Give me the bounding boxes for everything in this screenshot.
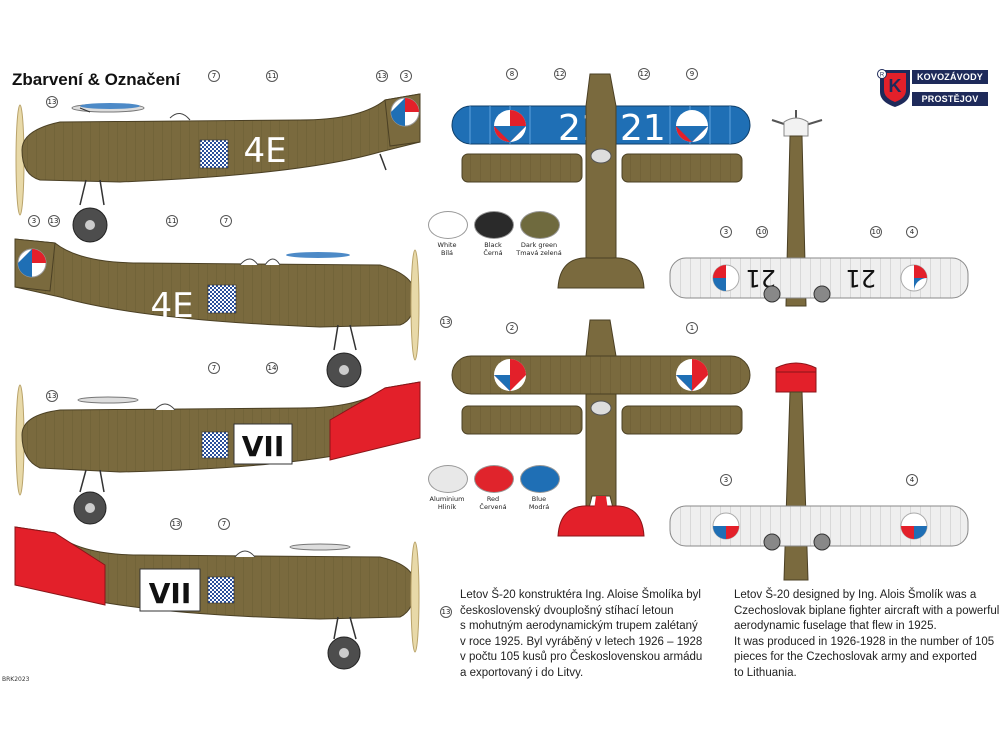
plan-views: 21 21 21 21	[451, 73, 969, 581]
product-code: BRK2023	[2, 676, 30, 683]
squadron-insignia	[207, 284, 237, 314]
page-title: Zbarvení & Označení	[12, 70, 181, 89]
callout-marker: 7	[208, 70, 220, 82]
profile-3: VII	[15, 381, 421, 525]
squadron-insignia	[199, 139, 229, 169]
callout-marker: 14	[266, 362, 278, 374]
callout-marker: 13	[46, 96, 58, 108]
profile-marking: VII	[242, 430, 285, 463]
plan-top-lower	[451, 319, 751, 537]
profile-2: 4E	[14, 238, 420, 388]
callout-marker: 4	[906, 474, 918, 486]
callout-marker: 13	[440, 316, 452, 328]
callout-marker: 13	[46, 390, 58, 402]
callout-marker: 13	[376, 70, 388, 82]
callout-marker: 11	[166, 215, 178, 227]
color-swatch-blue	[520, 465, 560, 493]
plan-marking: 21	[845, 264, 876, 292]
callout-marker: 8	[506, 68, 518, 80]
red-tail	[14, 526, 106, 606]
brand-letter: K	[889, 76, 902, 96]
color-swatch-white	[428, 211, 468, 239]
red-tail	[329, 381, 421, 461]
brand-line-2: PROSTĚJOV	[912, 92, 988, 106]
callout-marker: 1	[686, 322, 698, 334]
callout-marker: 3	[28, 215, 40, 227]
callout-marker: 3	[720, 474, 732, 486]
profile-4: VII	[14, 526, 420, 670]
callout-marker: 3	[720, 226, 732, 238]
color-swatch-dark-green	[520, 211, 560, 239]
profile-marking: VII	[149, 577, 192, 610]
side-profiles: 4E 4E VII	[14, 93, 421, 670]
profile-marking: 4E	[150, 286, 193, 326]
callout-marker: 13	[48, 215, 60, 227]
plan-top-upper: 21 21	[451, 73, 751, 289]
callout-marker: 7	[218, 518, 230, 530]
callout-marker: 9	[686, 68, 698, 80]
callout-marker: 7	[220, 215, 232, 227]
callout-marker: 12	[638, 68, 650, 80]
callout-marker: 11	[266, 70, 278, 82]
marking-panel	[139, 568, 201, 612]
color-swatch-black	[474, 211, 514, 239]
callout-marker: 13	[170, 518, 182, 530]
plan-marking: 21	[620, 108, 666, 149]
callout-marker: 12	[554, 68, 566, 80]
marking-panel	[233, 423, 293, 465]
squadron-insignia	[207, 576, 235, 604]
brand-emblem: K R	[877, 69, 910, 107]
callout-marker: 10	[870, 226, 882, 238]
brand-line-1: KOVOZÁVODY	[912, 70, 988, 84]
propeller	[410, 541, 420, 653]
callout-marker: 2	[506, 322, 518, 334]
callout-marker: 13	[440, 606, 452, 618]
callout-marker: 4	[906, 226, 918, 238]
color-swatch-aluminium	[428, 465, 468, 493]
propeller	[410, 249, 420, 361]
brand-logo: K R KOVOZÁVODY PROSTĚJOV	[876, 68, 988, 108]
front-view-1: 21 21	[669, 110, 969, 307]
profile-marking: 4E	[243, 131, 286, 171]
callout-marker: 7	[208, 362, 220, 374]
description-english: Letov Š-20 designed by Ing. Alois Šmolík…	[734, 589, 1000, 679]
description-czech: Letov Š-20 konstruktéra Ing. Aloise Šmol…	[460, 589, 703, 679]
callout-marker: 10	[756, 226, 768, 238]
profile-1: 4E	[15, 93, 421, 243]
front-view-2	[669, 362, 969, 581]
color-swatch-red	[474, 465, 514, 493]
callout-marker: 3	[400, 70, 412, 82]
squadron-insignia	[201, 431, 229, 459]
brand-registered-mark: R	[880, 73, 885, 79]
